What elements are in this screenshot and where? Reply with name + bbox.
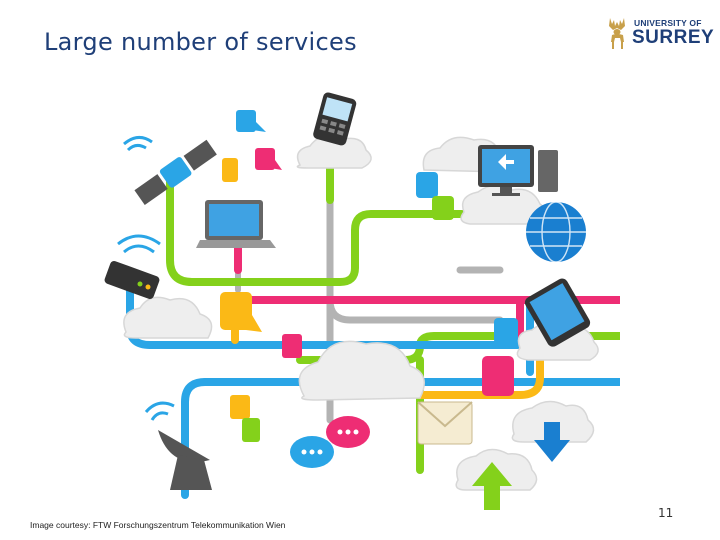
laptop-icon [196, 200, 276, 248]
speech-tile [220, 292, 252, 330]
speech-tile [222, 158, 238, 182]
speech-tile [416, 172, 438, 198]
speech-tile [494, 318, 518, 344]
speech-tile [236, 110, 256, 132]
wireless-router-icon [104, 234, 161, 300]
stag-icon [609, 18, 625, 49]
desktop-computer-icon [478, 145, 558, 196]
tablet-icon [524, 278, 591, 347]
slide-title: Large number of services [44, 28, 357, 56]
image-credit: Image courtesy: FTW Forschungszentrum Te… [30, 520, 286, 530]
satellite-icon [123, 136, 217, 205]
download-icon [534, 422, 570, 462]
cloud-icon [123, 135, 599, 491]
speech-tile [230, 395, 250, 419]
upload-icon [472, 462, 512, 510]
university-logo: UNIVERSITY OF SURREY [604, 14, 716, 54]
logo-line-university-of: UNIVERSITY OF [634, 18, 702, 28]
speech-tile [242, 418, 260, 442]
page-number: 11 [658, 506, 674, 520]
email-icon [417, 401, 473, 445]
mobile-phone-icon [313, 92, 357, 146]
speech-tile [432, 196, 454, 220]
satellite-dish-icon [144, 401, 212, 490]
speech-tile [482, 356, 514, 396]
logo-line-surrey: SURREY [632, 27, 715, 48]
services-network-illustration [104, 92, 620, 510]
chat-bubbles-icon [290, 416, 370, 468]
globe-icon [526, 201, 586, 263]
speech-tile [282, 334, 302, 358]
speech-tile [255, 148, 275, 170]
